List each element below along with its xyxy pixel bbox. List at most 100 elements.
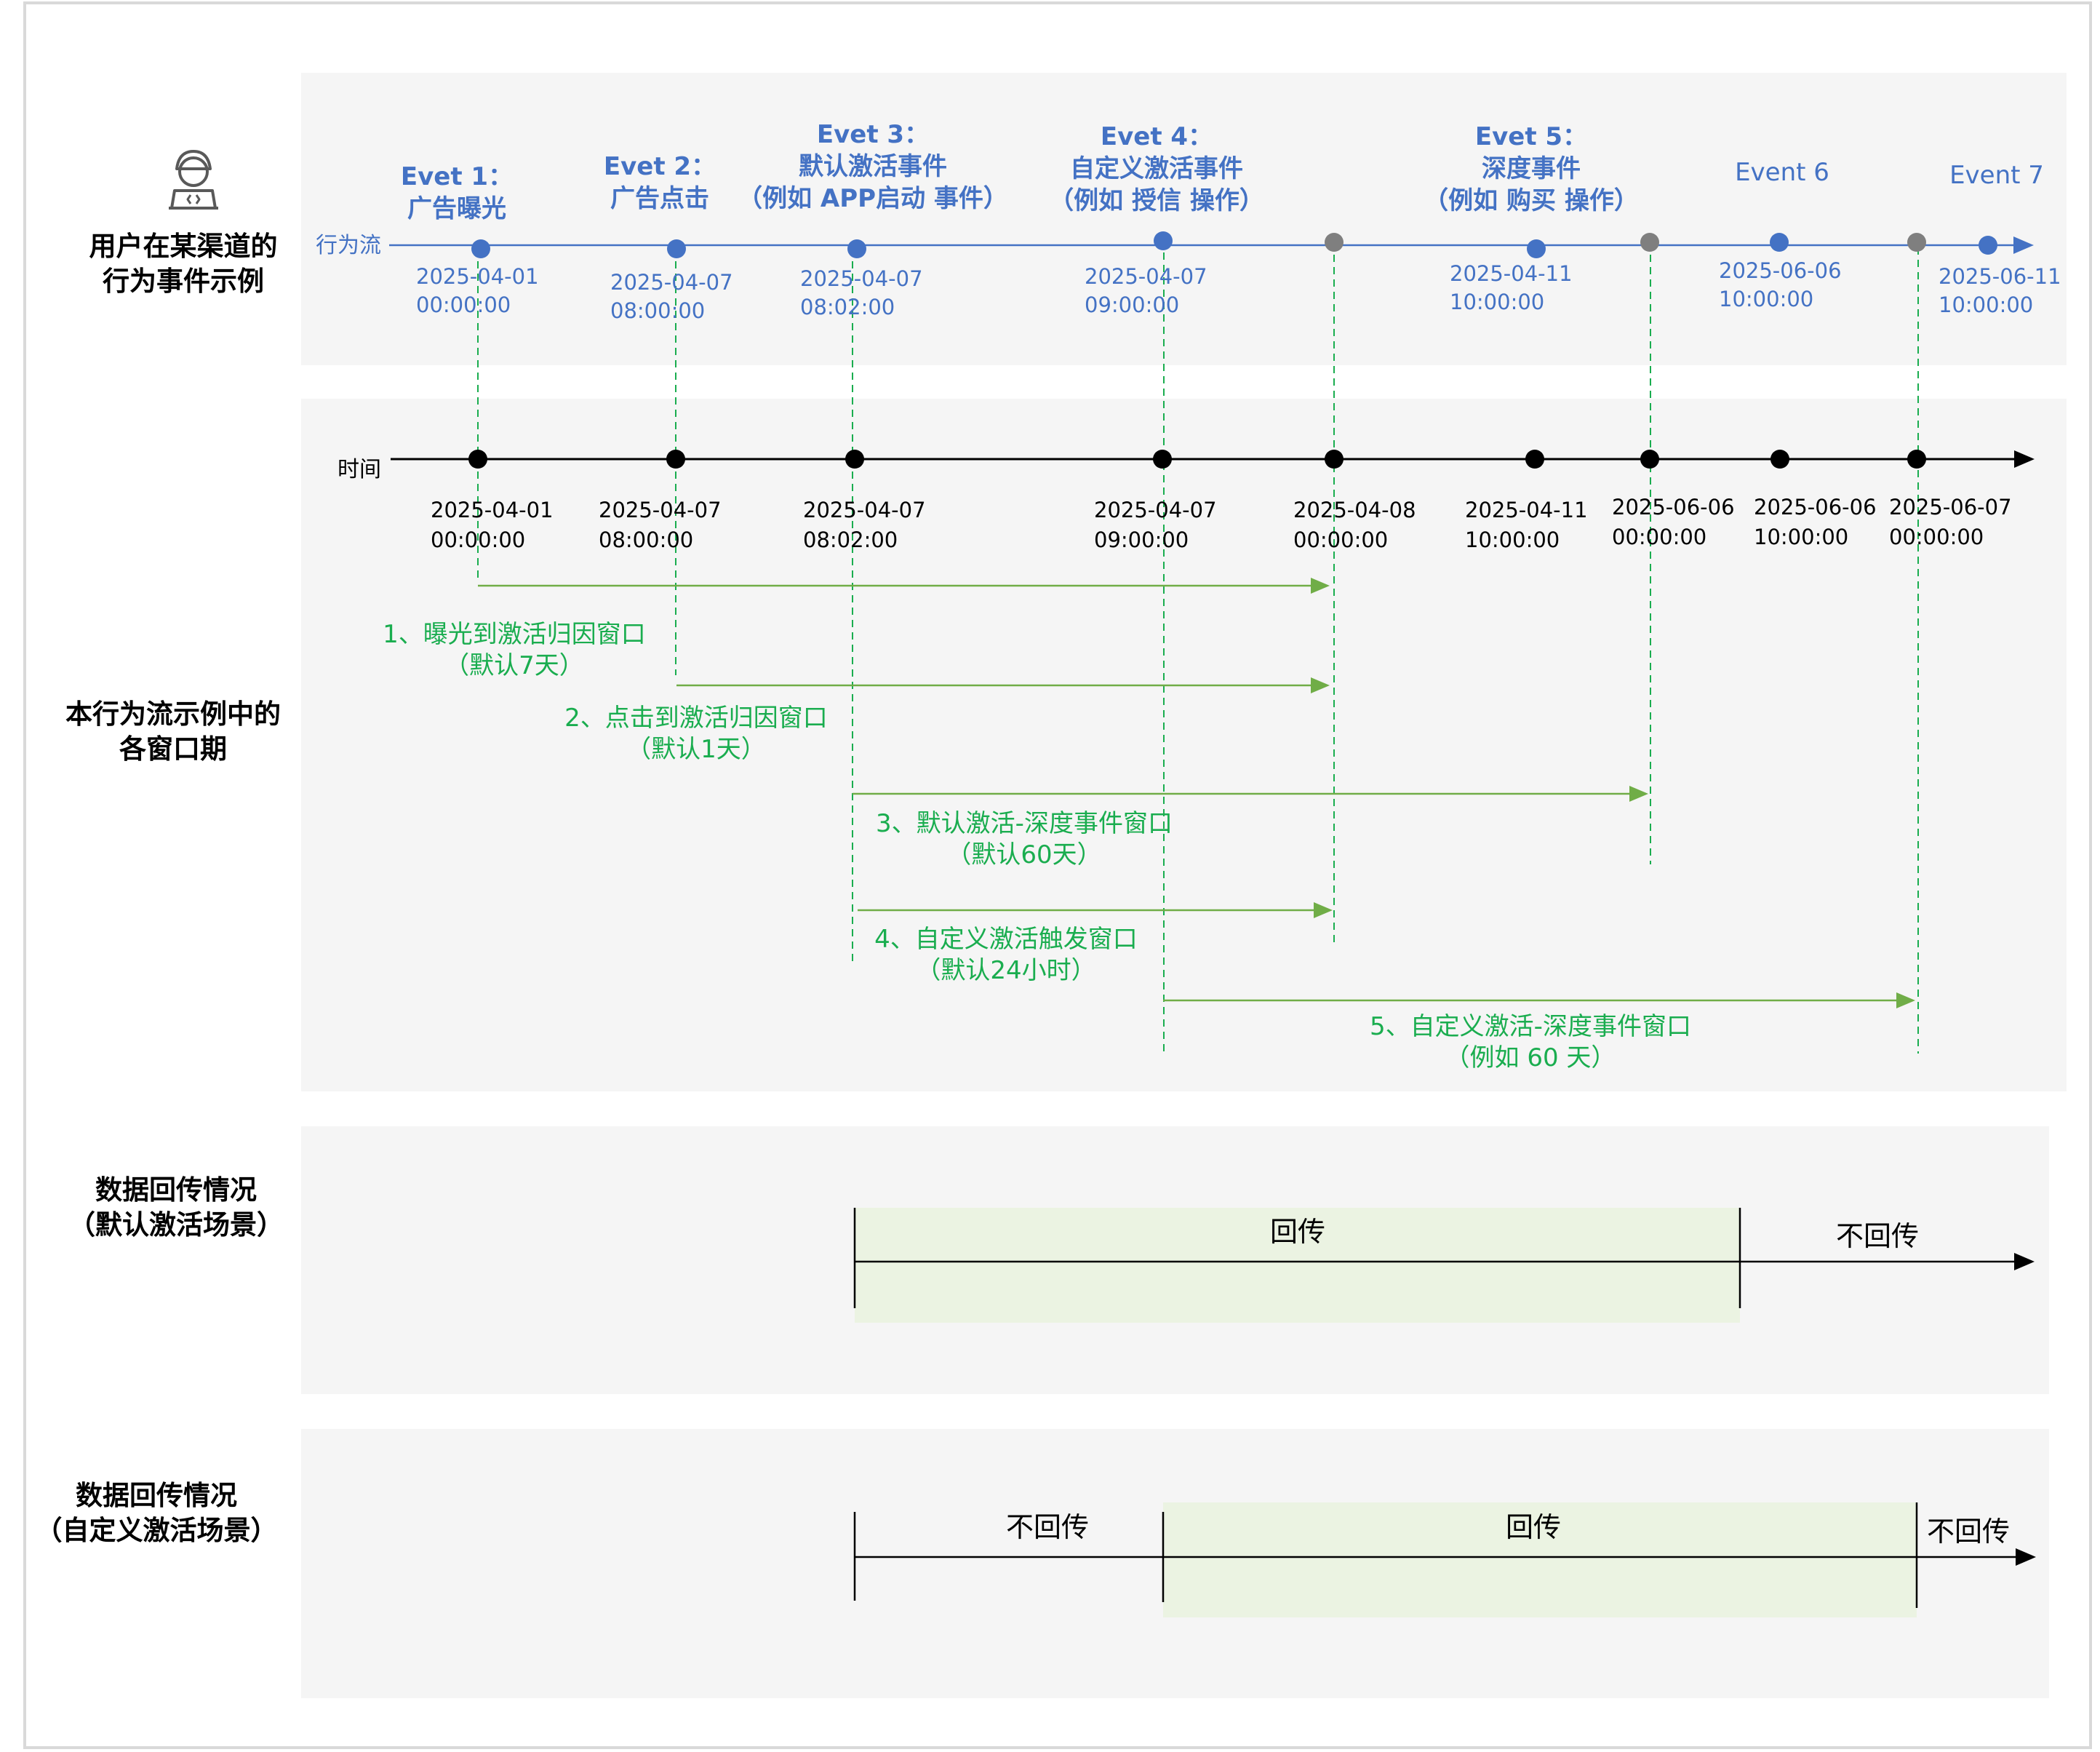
time-point-time: 10:00:00 [1754, 525, 1848, 549]
time-point-dot [1770, 450, 1789, 469]
time-points: 2025-04-01 00:00:00 2025-04-07 08:00:00 2025… [431, 450, 2012, 552]
window-boundary-dot [1640, 233, 1659, 252]
time-point-date: 2025-06-06 [1612, 495, 1735, 519]
event-time: 08:00:00 [610, 298, 705, 323]
time-point-time: 10:00:00 [1465, 527, 1560, 552]
row-label-behavior-line1: 用户在某渠道的 [89, 231, 278, 262]
event-date: 2025-04-07 [1085, 264, 1207, 289]
default-report-region [855, 1208, 1740, 1323]
time-point-time: 08:02:00 [803, 527, 898, 552]
event-time: 09:00:00 [1085, 292, 1179, 317]
event-title: Evet 2： [604, 152, 716, 181]
event-time: 10:00:00 [1719, 287, 1813, 311]
time-point-dot [1325, 450, 1344, 469]
window-title: 2、点击到激活归因窗口 [564, 704, 828, 733]
window-boundary-dot [1907, 233, 1926, 252]
event-date: 2025-06-06 [1719, 258, 1842, 283]
event-title: 深度事件 [1482, 154, 1581, 183]
event-date: 2025-04-07 [610, 270, 733, 295]
time-point-time: 00:00:00 [1293, 527, 1388, 552]
event-dot [1154, 231, 1173, 250]
custom-no-report-before-label: 不回传 [1006, 1511, 1089, 1543]
custom-scene-chart: 不回传 回传 不回传 [853, 1502, 2036, 1617]
event-title: Evet 1： [401, 162, 513, 191]
row-label-default-scene-line1: 数据回传情况 [95, 1174, 257, 1206]
event-title: 广告点击 [610, 184, 709, 213]
event-title: Evet 5： [1475, 122, 1587, 151]
default-scene-chart: 回传 不回传 [853, 1208, 2035, 1323]
custom-report-region [1163, 1502, 1917, 1617]
behavior-flow-arrowhead [2013, 236, 2034, 254]
event-title: Event 6 [1735, 158, 1829, 187]
event-title: （例如 购买 操作） [1424, 186, 1639, 215]
time-point-date: 2025-04-01 [431, 498, 554, 522]
panel-windows [301, 399, 2067, 1091]
time-point-date: 2025-04-07 [803, 498, 926, 522]
window-note: （默认60天） [946, 840, 1101, 869]
event-time: 00:00:00 [416, 292, 511, 317]
event-time: 08:02:00 [800, 295, 895, 319]
event-title: （例如 授信 操作） [1049, 186, 1264, 215]
row-label-default-scene-line2: （默认激活场景） [68, 1209, 284, 1241]
event-dot [1527, 239, 1546, 258]
time-point-date: 2025-04-07 [1094, 498, 1217, 522]
time-point-dot [1525, 450, 1544, 469]
time-point-dot [845, 450, 864, 469]
row-label-custom-scene-line2: （自定义激活场景） [36, 1515, 278, 1546]
event-title: Evet 4： [1101, 122, 1213, 151]
custom-no-report-after-label: 不回传 [1927, 1516, 2010, 1548]
event-time: 10:00:00 [1939, 292, 2033, 317]
time-point-date: 2025-04-08 [1293, 498, 1416, 522]
window-title: 3、默认激活-深度事件窗口 [876, 809, 1173, 838]
time-point-dot [468, 450, 487, 469]
window-arrowhead [1896, 992, 1915, 1008]
row-label-custom-scene-line1: 数据回传情况 [76, 1480, 237, 1511]
window-arrows: 1、曝光到激活归因窗口（默认7天）2、点击到激活归因窗口（默认1天）3、默认激活… [383, 578, 1915, 1072]
event-title: Event 7 [1949, 161, 2044, 190]
behavior-flow-label: 行为流 [316, 233, 381, 258]
time-point-dot [1640, 450, 1659, 469]
event-dot [1770, 233, 1789, 252]
panel-behavior [301, 73, 2067, 365]
window-note: （默认1天） [626, 735, 766, 764]
row-label-windows-line2: 各窗口期 [119, 733, 227, 765]
event-date: 2025-06-11 [1939, 264, 2061, 289]
event-dot [667, 239, 686, 258]
event-date: 2025-04-01 [416, 264, 539, 289]
window-note: （例如 60 天） [1445, 1043, 1616, 1072]
event-title: 广告曝光 [407, 194, 506, 223]
event-dot [847, 239, 866, 258]
window-arrowhead [1311, 578, 1330, 594]
window-arrowhead [1629, 786, 1648, 802]
time-point-dot [1153, 450, 1172, 469]
time-point-date: 2025-06-06 [1754, 495, 1877, 519]
window-boundary-dot [1325, 233, 1344, 252]
window-arrowhead [1311, 677, 1330, 693]
default-report-label: 回传 [1270, 1216, 1325, 1248]
custom-scene-arrowhead [2016, 1548, 2036, 1566]
event-title: 默认激活事件 [799, 152, 947, 181]
event-date: 2025-04-07 [800, 266, 923, 291]
event-title: Evet 3： [817, 120, 929, 149]
row-label-custom-scene: 数据回传情况 （自定义激活场景） [36, 1480, 278, 1546]
window-note: （默认7天） [444, 651, 584, 680]
time-point-date: 2025-06-07 [1889, 495, 2012, 519]
row-label-default-scene: 数据回传情况 （默认激活场景） [68, 1174, 284, 1241]
window-arrowhead [1314, 902, 1333, 918]
time-point-dot [1907, 450, 1926, 469]
event-title: （例如 APP启动 事件） [738, 184, 1008, 213]
event-dot [1979, 236, 1997, 255]
time-point-time: 00:00:00 [1612, 525, 1706, 549]
time-point-date: 2025-04-07 [599, 498, 722, 522]
custom-report-label: 回传 [1506, 1511, 1561, 1543]
time-point-time: 09:00:00 [1094, 527, 1189, 552]
row-label-behavior: 用户在某渠道的 行为事件示例 [89, 231, 278, 297]
time-axis-label: 时间 [338, 457, 381, 482]
default-no-report-label: 不回传 [1836, 1220, 1919, 1252]
time-point-time: 00:00:00 [1889, 525, 1984, 549]
row-label-behavior-line2: 行为事件示例 [103, 266, 264, 297]
default-scene-arrowhead [2014, 1253, 2035, 1270]
time-point-time: 08:00:00 [599, 527, 693, 552]
event-title: 自定义激活事件 [1070, 154, 1243, 183]
